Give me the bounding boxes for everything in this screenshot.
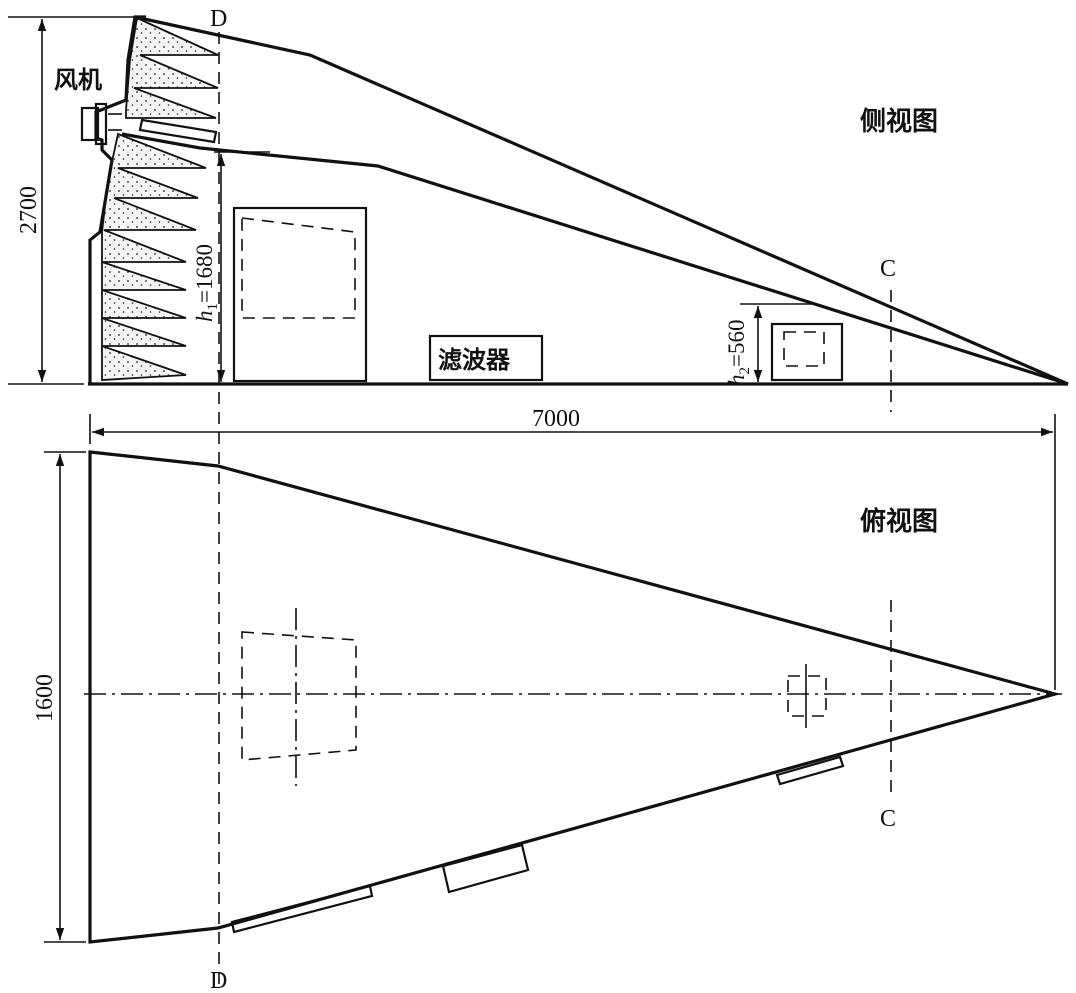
absorber-cones (101, 16, 219, 381)
equipment-footprint-large (241, 631, 357, 761)
equipment-box-small (770, 322, 844, 382)
fan-label: 风机 (54, 66, 102, 94)
width-dimension-label: 1600 (32, 674, 58, 722)
wall-panel-left (230, 884, 374, 934)
top-view: C D 俯视图 1600 (32, 450, 1062, 993)
top-view-outline (88, 450, 1062, 944)
equipment-box-large-inner (241, 217, 356, 319)
filter-footprint (441, 843, 530, 894)
length-dimension-label: 7000 (532, 406, 580, 432)
equipment-footprint-small (787, 675, 827, 717)
h1-dimension-label: h1=1680 (192, 244, 221, 322)
section-c-label-bottom: C (880, 806, 896, 832)
side-view-title: 侧视图 (860, 107, 938, 137)
filter-box (428, 334, 544, 382)
equipment-box-small-inner (783, 331, 825, 367)
length-dimension: 7000 (89, 406, 1056, 690)
h2-dimension-label: h2=560 (724, 320, 753, 386)
section-d-label-bottom: D (210, 968, 227, 993)
side-view: D C 风机 侧视图 滤波器 2700 h1=1680 h2=560 (8, 6, 1069, 984)
absorber-lower (101, 132, 207, 381)
side-roof-inner (121, 132, 1069, 386)
wall-panel-right (775, 755, 845, 786)
fan-housing-icon (80, 102, 218, 146)
side-roof-outer (134, 15, 1069, 386)
section-c-label-top: C (880, 256, 896, 282)
height-dimension-label: 2700 (16, 186, 42, 234)
equipment-box-large (232, 206, 368, 383)
section-d-label-top: D (210, 6, 227, 32)
top-view-title: 俯视图 (860, 506, 938, 537)
filter-label: 滤波器 (438, 346, 511, 374)
